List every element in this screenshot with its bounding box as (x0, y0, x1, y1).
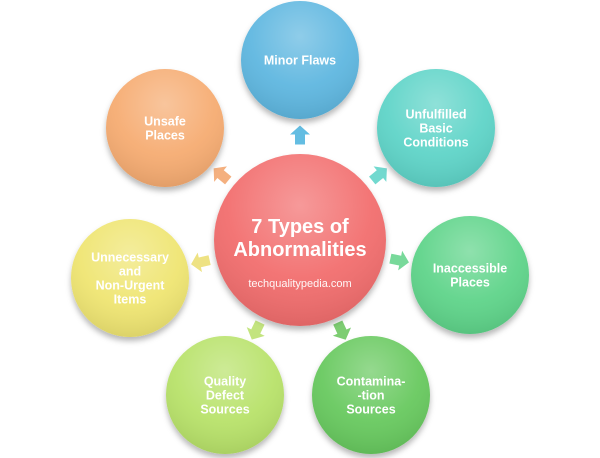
node-label-line: Defect (206, 389, 245, 403)
node-circle-gloss (411, 216, 529, 334)
center-title-line-2: Abnormalities (233, 239, 366, 261)
node-label-line: -tion (357, 389, 384, 403)
node-label-line: Sources (346, 403, 395, 417)
node-label-line: Unnecessary (91, 251, 169, 265)
center-circle-gloss (214, 154, 386, 326)
node-label-line: Basic (419, 122, 452, 136)
connector-arrow-5 (246, 320, 265, 340)
node-label-line: Sources (200, 403, 249, 417)
connector-arrow-3 (389, 250, 409, 271)
node-label-line: Unfulfilled (405, 108, 466, 122)
node-circle-gloss (106, 69, 224, 187)
node-label-line: Unsafe (144, 115, 186, 129)
node-label-line: Inaccessible (433, 262, 507, 276)
connector-arrow-1 (290, 125, 310, 145)
node-label-line: Places (145, 129, 185, 143)
node-label-line: Places (450, 276, 490, 290)
node-label-line: Items (114, 293, 147, 307)
node-1: Minor Flaws (241, 1, 359, 119)
center-title-line-1: 7 Types of (251, 216, 349, 238)
node-label-line: Quality (204, 375, 246, 389)
node-label-line: Minor Flaws (264, 54, 336, 68)
connector-arrow-2 (369, 166, 387, 185)
center-node: 7 Types of Abnormalities techqualitypedi… (214, 154, 386, 326)
node-circle-gloss (312, 336, 430, 454)
connector-arrows (191, 125, 409, 340)
node-circle-gloss (377, 69, 495, 187)
watermark-text: techqualitypedia.com (248, 278, 351, 290)
node-label-line: Non-Urgent (96, 279, 166, 293)
node-circle-gloss (166, 336, 284, 454)
outer-nodes: Minor FlawsUnfulfilledBasicConditionsIna… (71, 1, 529, 454)
node-label-line: Conditions (403, 136, 468, 150)
connector-arrow-6 (191, 252, 211, 273)
node-circle-gloss (241, 1, 359, 119)
node-label-line: Contamina- (337, 375, 406, 389)
connector-arrow-7 (213, 166, 232, 185)
connector-arrow-4 (332, 320, 352, 340)
node-label-line: and (119, 265, 141, 279)
node-circle-gloss (71, 219, 189, 337)
